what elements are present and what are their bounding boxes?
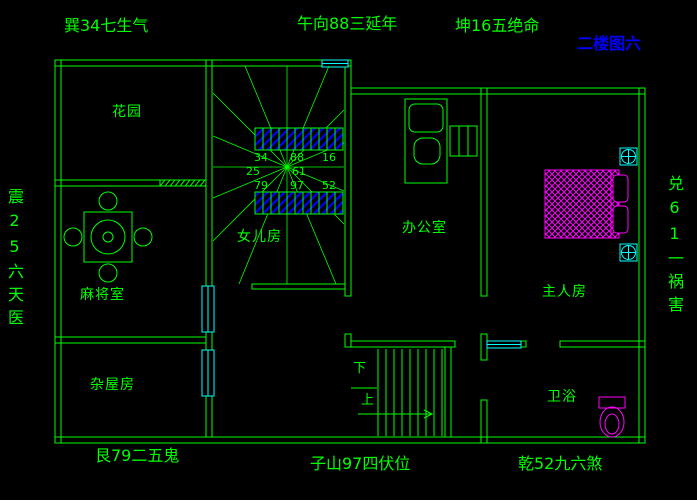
compass-fan xyxy=(212,65,345,285)
stair-up-label: 上 xyxy=(361,393,375,408)
grid-number-n: 97 xyxy=(290,179,304,192)
ceiling-symbol-bottom xyxy=(619,243,638,262)
grid-number-ne: 79 xyxy=(254,179,268,192)
room-label-bathroom: 卫浴 xyxy=(547,389,577,405)
label-direction-w: 兑61一祸害 xyxy=(665,175,684,319)
room-label-garden: 花园 xyxy=(112,104,142,120)
bed xyxy=(544,169,629,239)
grid-number-sw: 16 xyxy=(322,151,336,164)
outer-walls xyxy=(54,59,646,444)
toilet xyxy=(598,396,626,438)
label-direction-nw: 乾52九六煞 xyxy=(518,454,603,473)
label-direction-e: 震25六天医 xyxy=(5,188,24,332)
room-label-daughter: 女儿房 xyxy=(237,229,282,245)
grid-number-nw: 52 xyxy=(322,179,336,192)
stair-down-label: 下 xyxy=(353,361,367,376)
window-daughter-top xyxy=(321,59,349,68)
room-label-master: 主人房 xyxy=(542,284,587,300)
label-direction-n: 子山97四伏位 xyxy=(310,454,411,473)
window-master-bottom xyxy=(486,340,522,349)
grid-number-e: 25 xyxy=(246,165,260,178)
label-direction-s: 午向88三延年 xyxy=(297,14,398,33)
room-label-office: 办公室 xyxy=(402,220,447,236)
grid-number-w: 61 xyxy=(292,165,306,178)
room-label-mahjong: 麻将室 xyxy=(80,287,125,303)
staircase xyxy=(351,349,443,436)
interior-walls xyxy=(54,59,646,444)
label-direction-se: 巽34七生气 xyxy=(64,16,149,35)
grid-number-se: 34 xyxy=(254,151,268,164)
label-direction-sw: 坤16五绝命 xyxy=(455,16,540,35)
room-label-storage: 杂屋房 xyxy=(90,377,135,393)
mahjong-table xyxy=(63,191,153,283)
sheet-title: 二楼图六 xyxy=(577,34,642,53)
label-direction-ne: 艮79二五鬼 xyxy=(95,446,180,465)
window-hall-upper xyxy=(201,285,215,333)
ceiling-symbol-top xyxy=(619,147,638,166)
office-desk xyxy=(404,98,478,184)
grid-number-s: 88 xyxy=(290,151,304,164)
stairs-upper-flights xyxy=(254,127,344,215)
window-hall-lower xyxy=(201,349,215,397)
